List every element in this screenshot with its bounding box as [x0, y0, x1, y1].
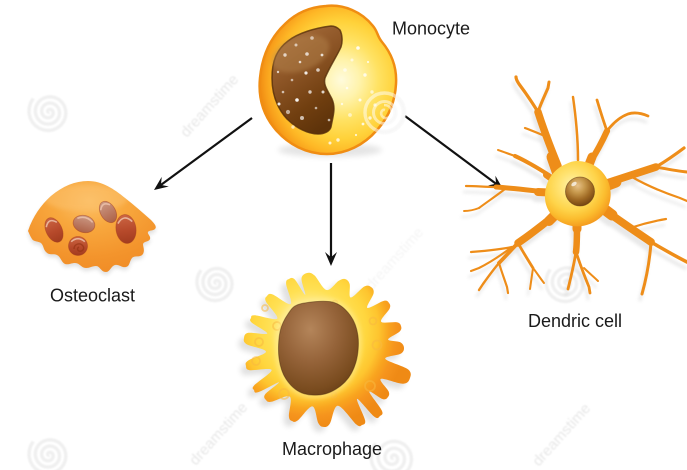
svg-text:Macrophage: Macrophage	[282, 439, 382, 459]
svg-text:Dendric cell: Dendric cell	[528, 311, 622, 331]
svg-text:dreamstime: dreamstime	[177, 71, 242, 141]
svg-text:dreamstime: dreamstime	[362, 224, 427, 294]
svg-text:dreamstime: dreamstime	[529, 400, 594, 470]
svg-text:Osteoclast: Osteoclast	[50, 286, 135, 306]
svg-text:dreamstime: dreamstime	[186, 399, 251, 469]
svg-text:Monocyte: Monocyte	[392, 19, 470, 39]
